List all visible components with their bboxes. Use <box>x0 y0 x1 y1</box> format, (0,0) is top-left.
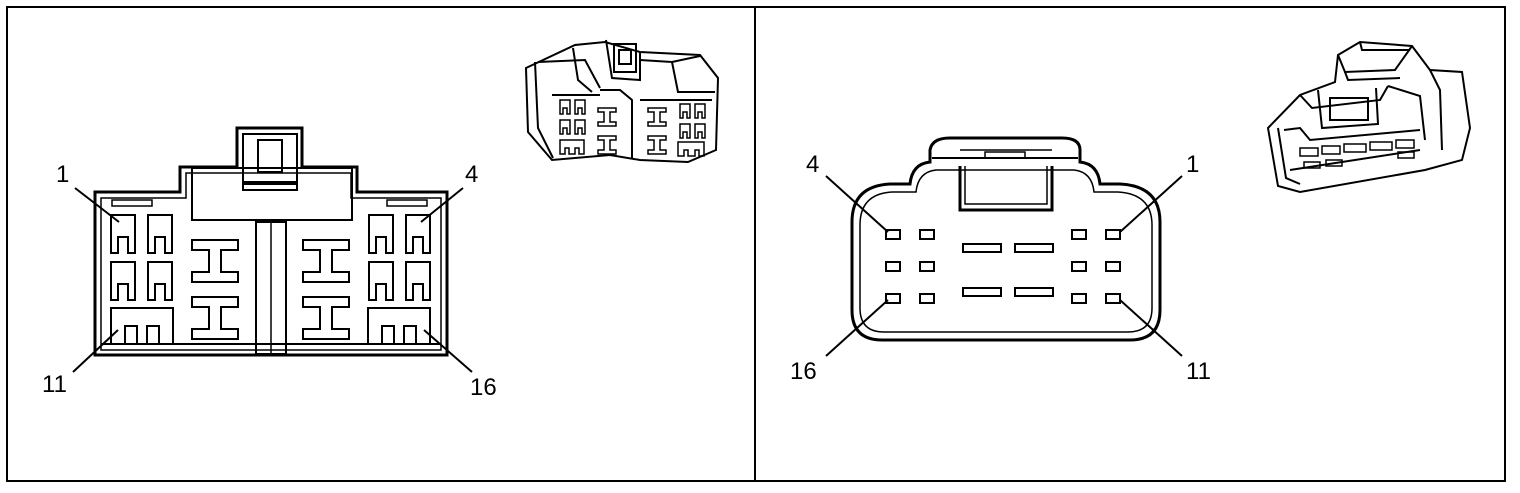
left-connector-face <box>93 126 449 357</box>
right-pin-label-top-right: 1 <box>1186 151 1199 178</box>
right-pin-label-bottom-left: 16 <box>790 358 817 385</box>
right-panel: 4 1 16 11 <box>790 40 1472 385</box>
right-connector-isometric <box>1266 40 1472 194</box>
left-pin-label-top-left: 1 <box>56 161 69 188</box>
left-pin-label-top-right: 4 <box>465 161 478 188</box>
left-connector-isometric <box>524 39 720 164</box>
left-terminal-cavities <box>110 214 431 345</box>
right-terminals <box>885 229 1121 304</box>
right-pin-label-top-left: 4 <box>806 151 819 178</box>
right-leader-lines <box>825 175 1183 357</box>
left-panel: 1 4 11 16 <box>42 39 720 401</box>
left-pin-label-bottom-left: 11 <box>42 371 67 398</box>
right-connector-face <box>850 136 1162 342</box>
right-pin-label-bottom-right: 11 <box>1186 358 1211 385</box>
left-pin-label-bottom-right: 16 <box>470 374 497 401</box>
left-leader-lines <box>72 187 473 373</box>
